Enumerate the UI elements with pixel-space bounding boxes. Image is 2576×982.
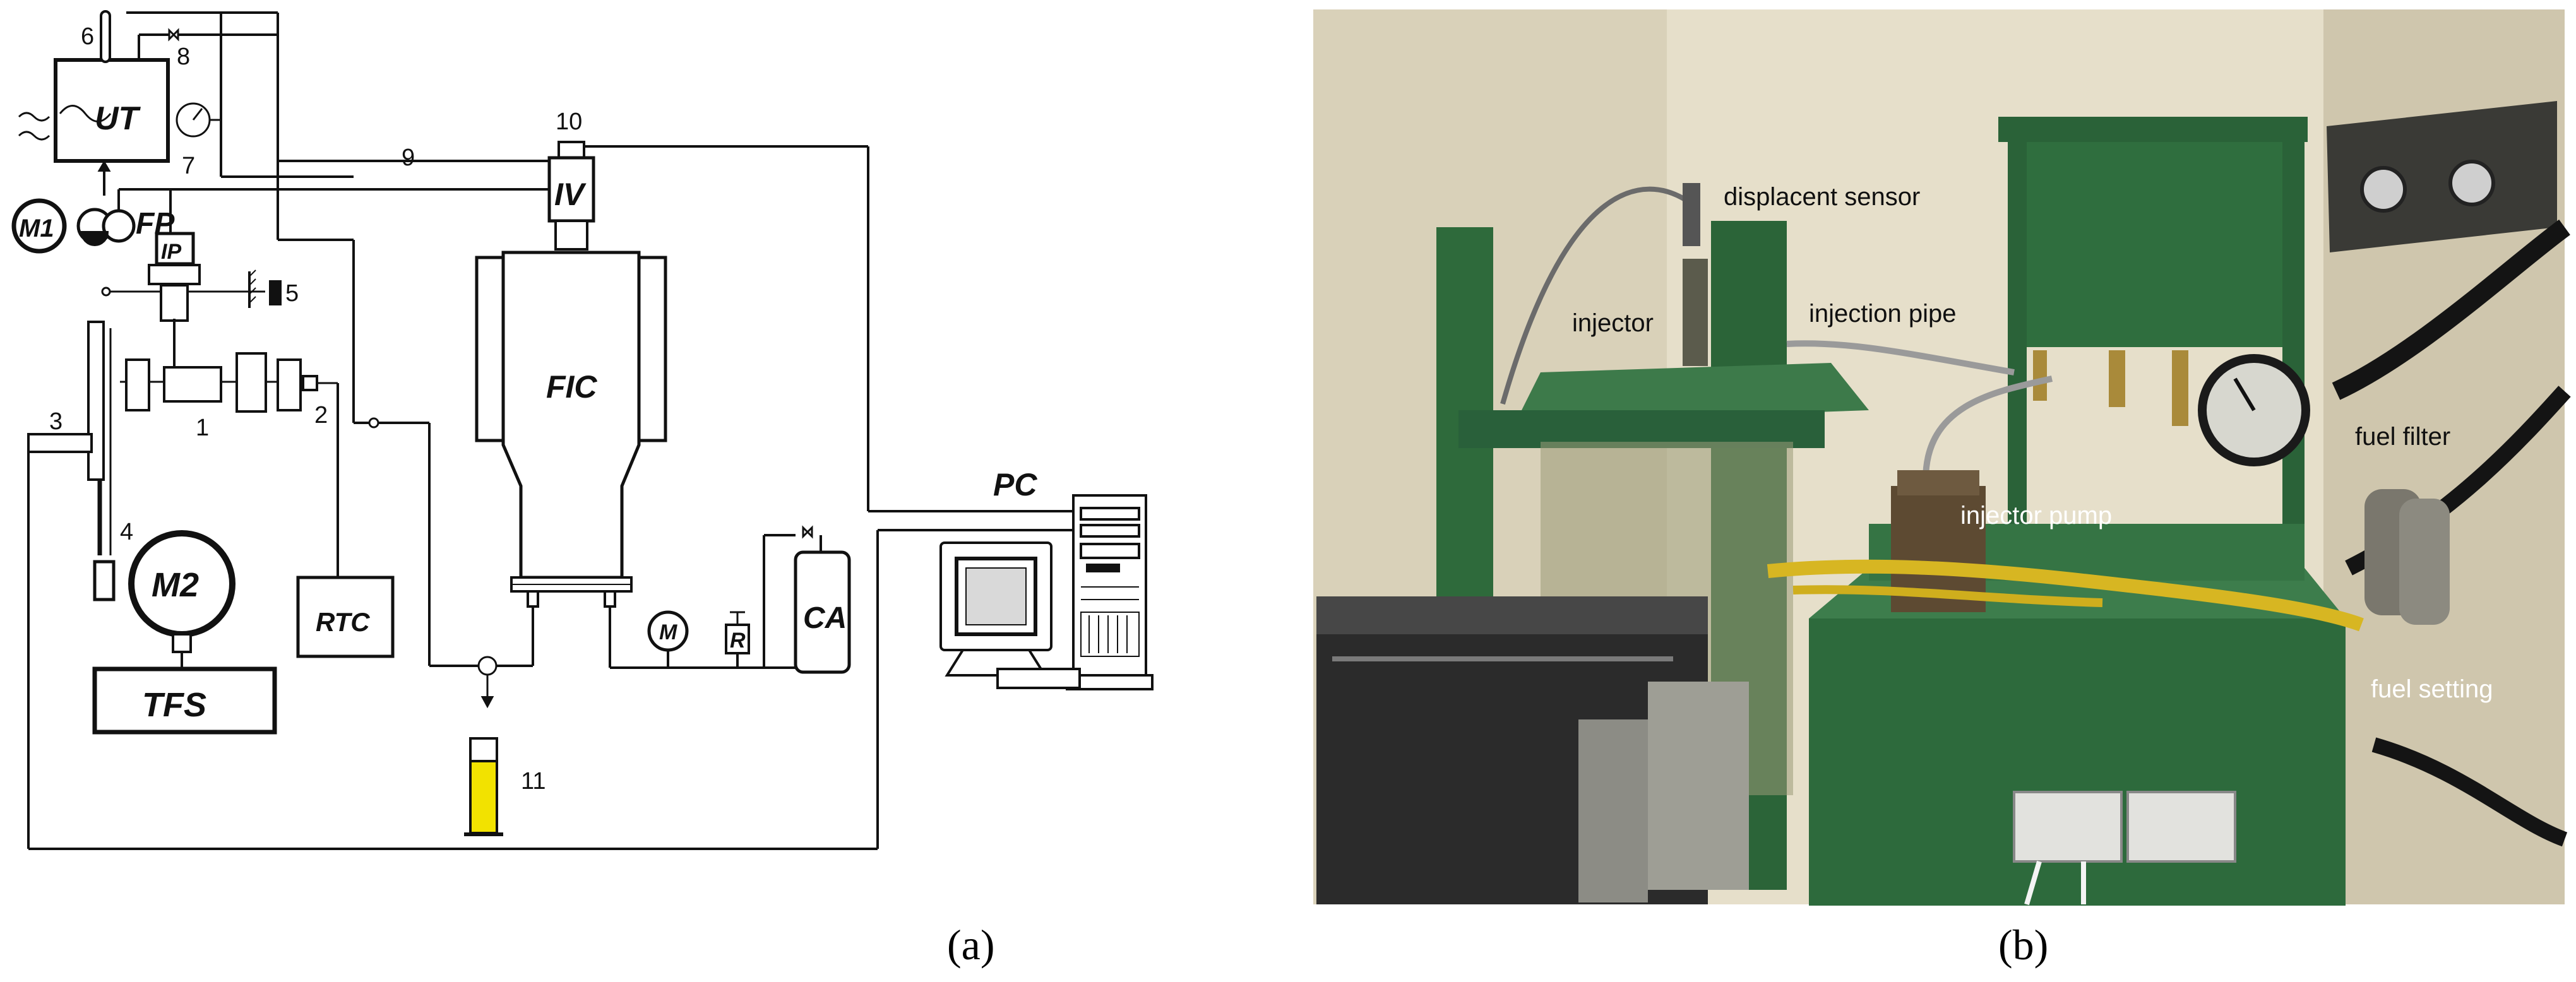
switch-knob-2 <box>2448 160 2495 206</box>
number-1: 1 <box>196 415 209 441</box>
number-3: 3 <box>49 408 63 435</box>
label-m: M <box>659 620 677 644</box>
m1-motor <box>11 198 67 254</box>
valve-8-icon <box>168 28 179 42</box>
tfs-box <box>92 666 277 735</box>
caption-b: (b) <box>1998 921 2048 969</box>
ca-cylinder <box>794 550 851 674</box>
number-11: 11 <box>521 768 546 795</box>
injector-body <box>1683 259 1708 366</box>
label-ca: CA <box>803 601 847 635</box>
label-ut: UT <box>95 100 141 137</box>
photo-label-fuel-filter: fuel filter <box>2355 423 2450 451</box>
socket-1 <box>2013 791 2123 863</box>
photo-label-displacement-sensor: displacent sensor <box>1724 183 1920 211</box>
number-10: 10 <box>556 109 582 135</box>
schematic-panel <box>11 10 1154 850</box>
heater-coil-icon <box>59 105 112 122</box>
caption-a: (a) <box>947 921 994 969</box>
sensor-3 <box>27 433 93 453</box>
pc-computer <box>939 494 1154 690</box>
label-r: R <box>730 629 746 653</box>
number-9: 9 <box>402 145 415 171</box>
ut-unit-box <box>54 58 170 163</box>
number-2: 2 <box>314 402 328 429</box>
photo-label-fuel-setting: fuel setting <box>2371 675 2493 703</box>
label-rtc: RTC <box>316 607 370 637</box>
number-4: 4 <box>120 519 133 545</box>
label-pc: PC <box>993 467 1037 502</box>
rtc-box <box>296 576 395 658</box>
photo-label-injector: injector <box>1572 309 1654 337</box>
switch-panel <box>2327 101 2557 252</box>
label-fic: FIC <box>546 369 597 405</box>
label-ip: IP <box>161 240 181 264</box>
switch-knob-1 <box>2360 166 2407 213</box>
fic-chamber <box>475 251 667 608</box>
socket-2 <box>2126 791 2236 863</box>
ip-injector-pump <box>155 232 195 266</box>
label-m1: M1 <box>19 215 54 242</box>
label-tfs: TFS <box>142 686 206 724</box>
number-7: 7 <box>182 153 195 179</box>
number-6: 6 <box>81 23 94 50</box>
number-5: 5 <box>285 280 299 307</box>
schematic-labels: UT M1 FP IP IV FIC M2 TFS RTC M R CA PC … <box>19 23 1037 795</box>
thermometer-icon <box>100 10 111 63</box>
number-8: 8 <box>177 44 190 70</box>
photo-label-injector-pump: injector pump <box>1960 502 2112 529</box>
label-m2: M2 <box>152 566 199 604</box>
photo-label-injection-pipe: injection pipe <box>1809 300 1957 328</box>
label-fp: FP <box>136 207 175 240</box>
fuel-tank <box>2017 126 2289 347</box>
photo-panel: displacent sensor injector injection pip… <box>1313 9 2571 906</box>
label-iv: IV <box>554 177 587 212</box>
